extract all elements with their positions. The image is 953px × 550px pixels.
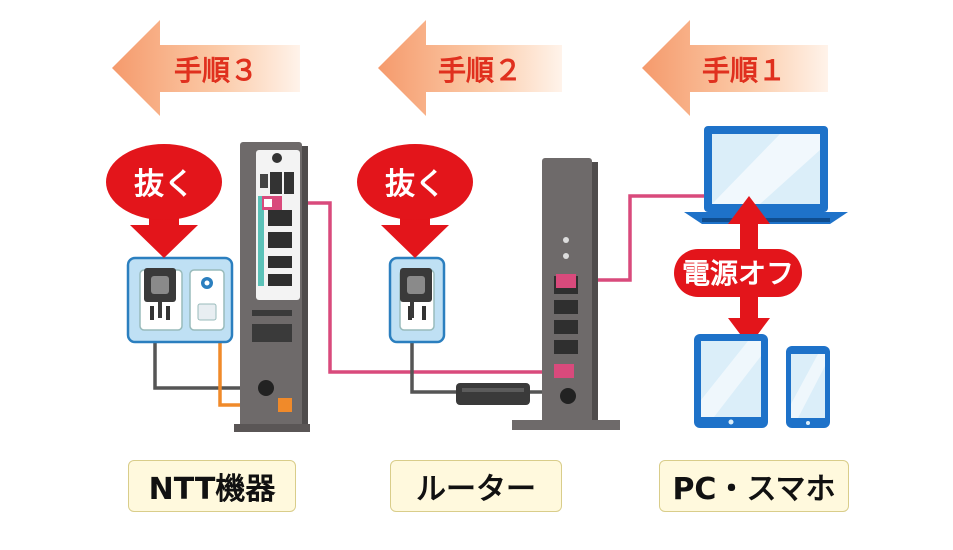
router-device xyxy=(512,158,620,430)
smartphone xyxy=(786,346,830,428)
unplug-ntt-callout: 抜く xyxy=(106,144,222,258)
step-2-label: 手順２ xyxy=(438,54,522,87)
step-1-arrow: 手順１ xyxy=(642,20,828,116)
step-1-label: 手順１ xyxy=(702,54,786,87)
step-2-arrow: 手順２ xyxy=(378,20,562,116)
unplug-router-label: 抜く xyxy=(385,167,445,202)
ntt-device xyxy=(234,142,310,432)
pc-smartphone-label: PC・スマホ xyxy=(659,460,849,512)
ac-adapter xyxy=(456,383,530,405)
ntt-wall-outlet xyxy=(126,256,234,344)
unplug-router-callout: 抜く xyxy=(357,144,473,258)
router-label: ルーター xyxy=(390,460,562,512)
tablet xyxy=(694,334,768,428)
ntt-device-label: NTT機器 xyxy=(128,460,296,512)
router-wall-outlet xyxy=(388,256,446,344)
unplug-ntt-label: 抜く xyxy=(134,167,194,202)
laptop xyxy=(684,126,848,224)
step-3-label: 手順３ xyxy=(174,54,258,87)
power-off-label: 電源オフ xyxy=(682,257,794,290)
step-3-arrow: 手順３ xyxy=(112,20,300,116)
power-off-badge: 電源オフ xyxy=(674,249,802,297)
